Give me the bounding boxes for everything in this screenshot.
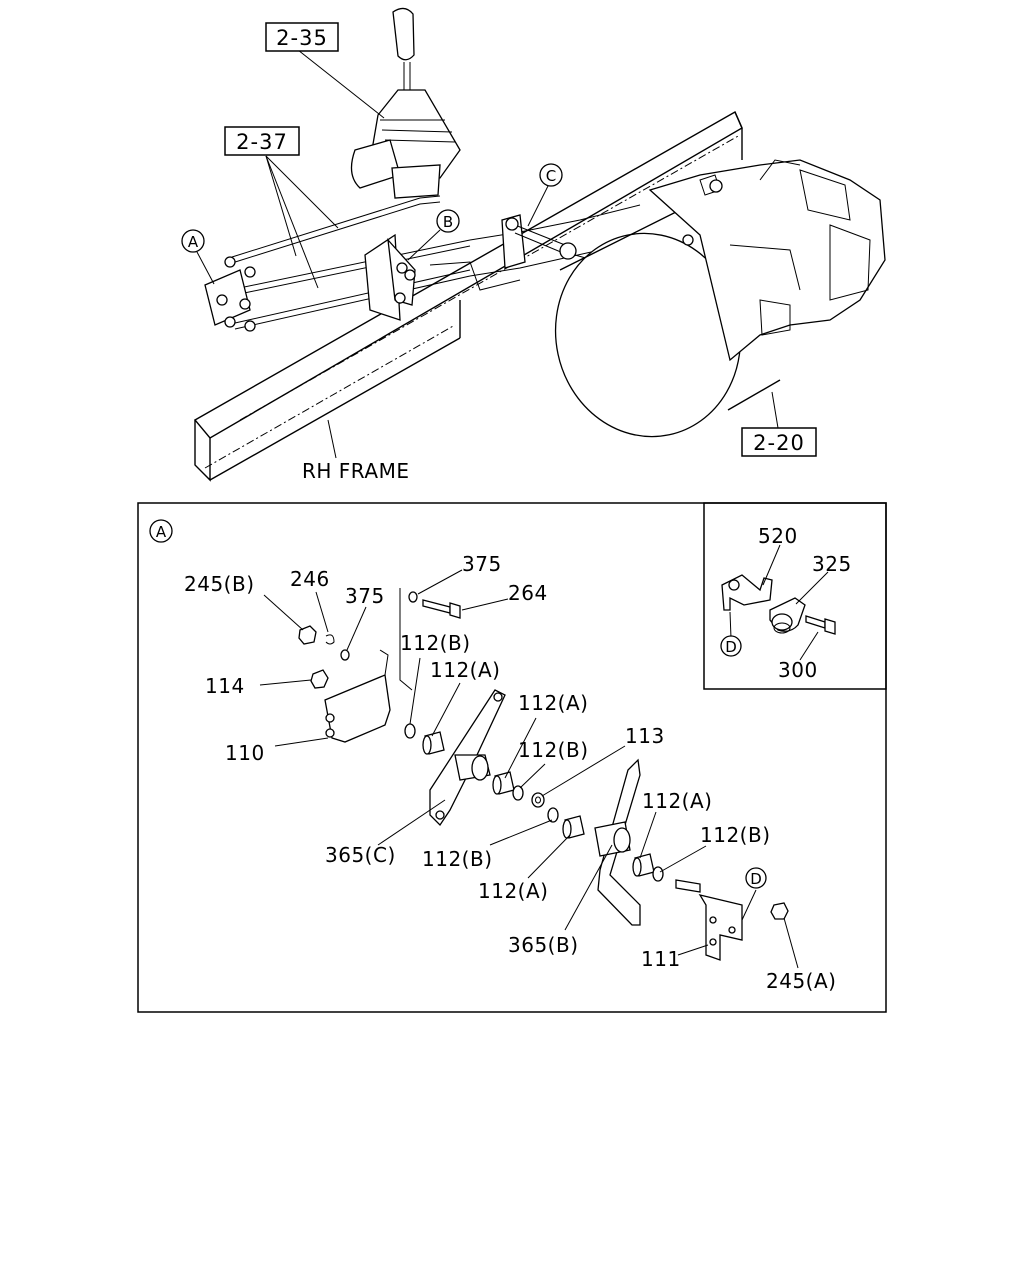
label-112a-mid: 112(A) — [518, 691, 588, 715]
callout-b[interactable]: B — [436, 209, 460, 233]
label-112b-top: 112(B) — [400, 631, 471, 655]
callout-a-letter: A — [188, 233, 199, 251]
washer-113-shape — [531, 792, 545, 808]
callout-a[interactable]: A — [181, 229, 205, 253]
label-112a-right: 112(A) — [642, 789, 712, 813]
ref-label-2-20: 2-20 — [753, 431, 805, 455]
label-112b-right: 112(B) — [700, 823, 771, 847]
nut-114-shape — [310, 669, 329, 689]
label-300: 300 — [778, 658, 818, 682]
washer-375-left-shape — [340, 649, 350, 661]
detail-labels: 245(B) 246 375 375 264 112(B) 112(A) 114… — [184, 552, 836, 993]
label-264: 264 — [508, 581, 548, 605]
label-111: 111 — [641, 947, 681, 971]
nut-245b-shape — [298, 625, 317, 645]
detail-leaders — [259, 569, 799, 969]
cross-shaft-c — [501, 214, 602, 271]
detail-callout-d-letter: D — [750, 870, 762, 888]
overview-illustration: 2-35 2-37 2-20 A B C RH FRAME — [181, 7, 886, 483]
ref-label-2-35: 2-35 — [276, 26, 328, 50]
cable-bracket-b — [364, 233, 416, 321]
detail-callout-d[interactable]: D — [745, 867, 767, 889]
ref-box-2-20[interactable]: 2-20 — [741, 427, 817, 457]
detail-a-marker: A — [149, 519, 173, 543]
label-245b: 245(B) — [184, 572, 255, 596]
rh-frame-label: RH FRAME — [302, 459, 409, 483]
detail-a-panel: A — [137, 502, 887, 1013]
label-375-left: 375 — [345, 584, 385, 608]
bolt-300-shank — [805, 615, 826, 629]
label-325: 325 — [812, 552, 852, 576]
transmission — [554, 159, 886, 438]
inset-callout-d[interactable]: D — [720, 635, 742, 657]
label-112a-low: 112(A) — [478, 879, 548, 903]
label-113: 113 — [625, 724, 665, 748]
rh-frame-rail — [193, 111, 743, 482]
label-520: 520 — [758, 524, 798, 548]
oring-112b-right-shape — [652, 866, 664, 882]
callout-c[interactable]: C — [539, 163, 563, 187]
label-112b-low: 112(B) — [422, 847, 493, 871]
label-110: 110 — [225, 741, 265, 765]
label-365b: 365(B) — [508, 933, 579, 957]
ref-box-2-35[interactable]: 2-35 — [265, 22, 339, 52]
cable-bracket-a — [204, 256, 256, 332]
inset-d: D 520 325 300 — [720, 524, 852, 682]
bolt-264-shank — [422, 599, 451, 614]
bracket-110-shape — [324, 674, 391, 743]
detail-parts — [298, 588, 789, 961]
inset-callout-d-letter: D — [725, 638, 737, 656]
oring-112b-low-shape — [547, 807, 559, 823]
label-246: 246 — [290, 567, 330, 591]
detail-a-marker-letter: A — [156, 523, 167, 541]
shift-cables — [229, 195, 641, 330]
oring-112b-mid-shape — [512, 785, 524, 801]
label-114: 114 — [205, 674, 245, 698]
bracket-111-shape — [698, 894, 743, 961]
shifter-assembly — [350, 7, 461, 199]
oring-112b-top-shape — [404, 723, 416, 739]
label-365c: 365(C) — [325, 843, 396, 867]
callout-c-letter: C — [546, 167, 556, 185]
washer-375-top-shape — [408, 591, 418, 603]
ref-label-2-37: 2-37 — [236, 130, 288, 154]
label-245a: 245(A) — [766, 969, 836, 993]
ref-box-2-37[interactable]: 2-37 — [224, 126, 300, 156]
bolt-300-head — [824, 618, 836, 635]
washer-246-shape — [325, 634, 335, 645]
nut-245a-shape — [770, 902, 789, 920]
label-112a-top: 112(A) — [430, 658, 500, 682]
overview-leaders — [196, 49, 779, 459]
bolt-264-head — [449, 602, 461, 619]
callout-b-letter: B — [443, 213, 453, 231]
label-112b-mid: 112(B) — [518, 738, 589, 762]
label-375-top: 375 — [462, 552, 502, 576]
